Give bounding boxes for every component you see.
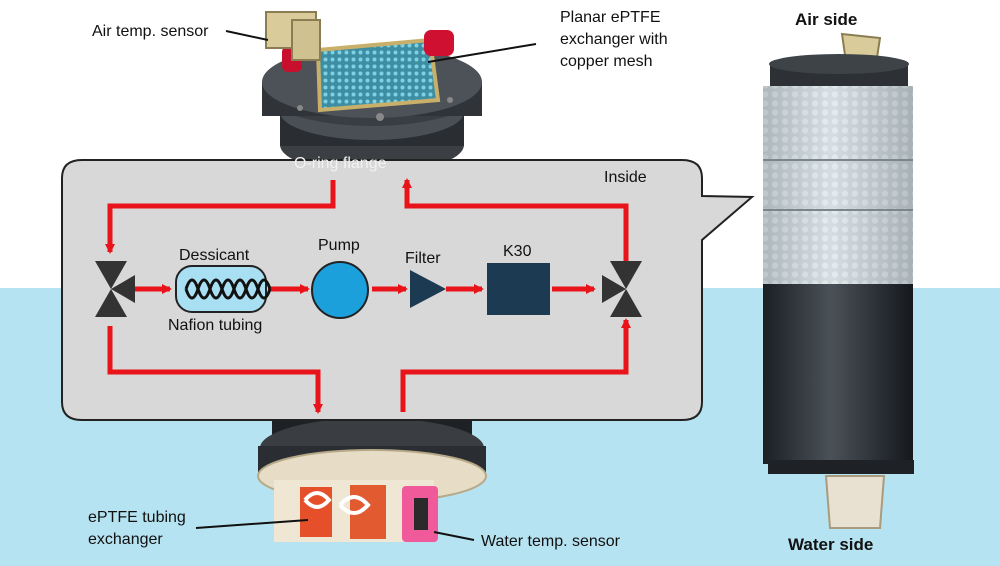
pump-symbol [311,261,369,319]
top-flange-photo [262,11,482,173]
planar-exchanger-label-2: exchanger with [560,31,668,48]
dessicant-nafion-coil [175,265,272,313]
filter-label: Filter [405,250,441,267]
planar-exchanger-label-3: copper mesh [560,53,653,70]
flow-network [105,178,631,414]
k30-sensor-box [487,263,550,315]
eptfe-tubing-label-2: exchanger [88,531,163,548]
filter-symbol [410,270,446,308]
cylinder-photo [763,32,914,529]
left-three-way-valve [95,261,135,317]
k30-label: K30 [503,243,532,260]
inside-label: Inside [604,169,647,186]
water-temp-sensor-label: Water temp. sensor [481,533,621,550]
water-side-label: Water side [788,535,873,554]
right-three-way-valve [602,261,642,317]
eptfe-tubing-label-1: ePTFE tubing [88,509,186,526]
air-side-label: Air side [795,10,857,29]
leader-lines [195,30,537,541]
planar-exchanger-label-1: Planar ePTFE [560,9,660,26]
dessicant-label: Dessicant [179,247,250,264]
oring-flange-label: O-ring flange [294,155,387,172]
air-temp-sensor-label: Air temp. sensor [92,23,209,40]
pump-label: Pump [318,237,360,254]
nafion-tubing-label: Nafion tubing [168,317,262,334]
